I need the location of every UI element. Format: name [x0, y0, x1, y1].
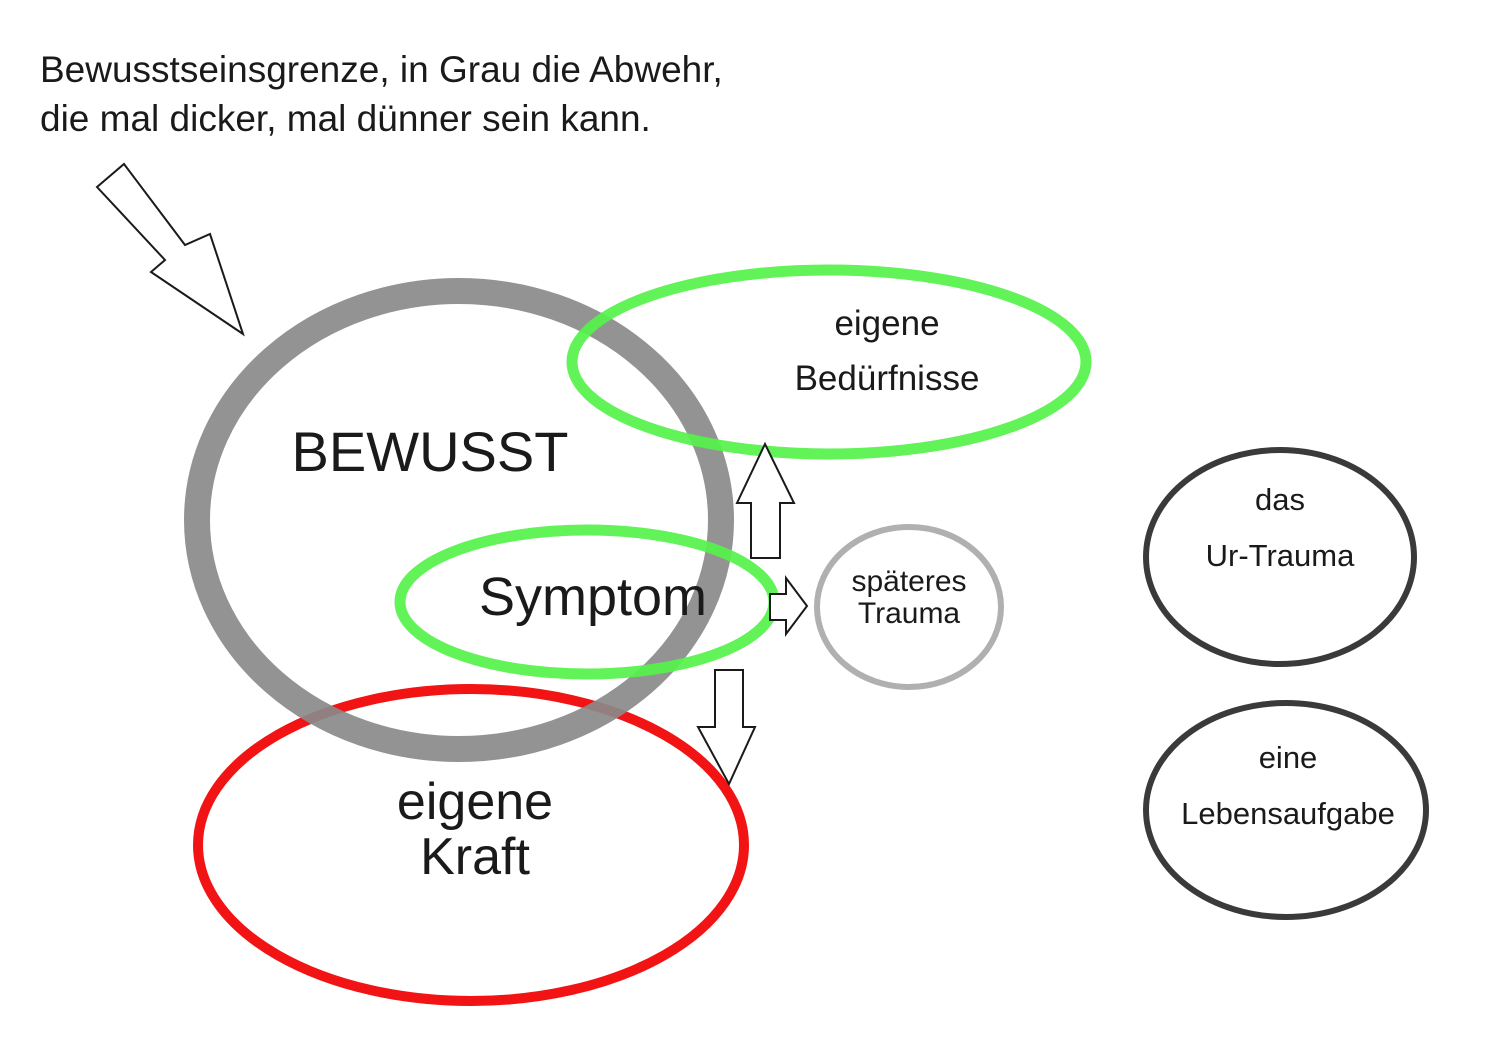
lebensaufgabe-label-line2: Lebensaufgabe: [1181, 796, 1395, 831]
kraft-label-line2: Kraft: [420, 828, 530, 886]
kraft-ellipse: [193, 684, 749, 1006]
lebensaufgabe-label-line1: eine: [1258, 740, 1318, 775]
symptom-label: Symptom: [478, 567, 708, 627]
lebensaufgabe-circle: [1143, 700, 1429, 920]
header-line-2: die mal dicker, mal dünner sein kann.: [40, 98, 651, 139]
consciousness-boundary-circle: [184, 278, 734, 762]
arrow-down-icon: [696, 669, 757, 787]
header-line-1: Bewusstseinsgrenze, in Grau die Abwehr,: [40, 49, 723, 90]
beduerfnisse-label-line2: Bedürfnisse: [794, 359, 980, 398]
trauma-label-line1: späteres: [851, 565, 967, 598]
urtrauma-label-line2: Ur-Trauma: [1205, 538, 1355, 573]
kraft-label-line1: eigene: [396, 773, 554, 831]
trauma-circle: [814, 524, 1004, 690]
urtrauma-label-line1: das: [1255, 482, 1305, 517]
boundary-pointer-arrow: [95, 162, 245, 337]
arrow-up-icon: [735, 441, 796, 559]
beduerfnisse-label-line1: eigene: [834, 304, 940, 343]
arrow-right-icon: [769, 575, 809, 637]
bewusst-label: BEWUSST: [291, 420, 569, 483]
urtrauma-circle: [1143, 447, 1417, 667]
trauma-label-line2: Trauma: [857, 597, 961, 630]
beduerfnisse-ellipse: [566, 264, 1092, 460]
